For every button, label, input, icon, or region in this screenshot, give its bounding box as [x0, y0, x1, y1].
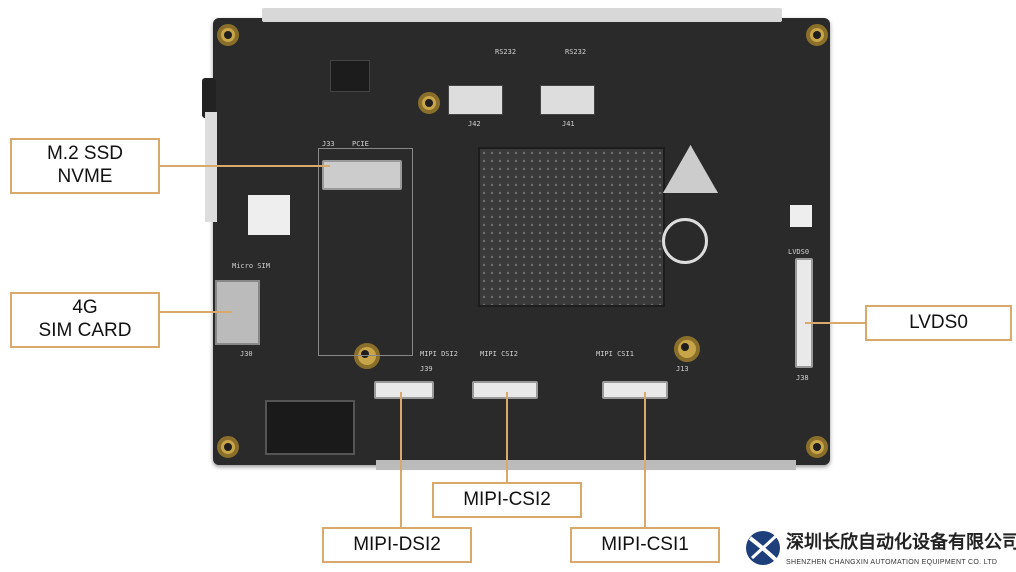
silk-micro-sim: Micro SIM [232, 262, 270, 270]
mounting-hole [806, 24, 828, 46]
connector-j42 [448, 85, 503, 115]
chip [330, 60, 370, 92]
silk-lvds0: LVDS0 [788, 248, 810, 256]
company-logo-icon [746, 531, 780, 565]
silk-j38: J38 [796, 374, 809, 382]
bottom-ports [376, 460, 796, 470]
no-touch-icon [662, 218, 708, 264]
leader-line [160, 311, 232, 313]
label-mipi-csi1: MIPI-CSI1 [570, 527, 720, 563]
mipi-dsi2-connector [374, 381, 434, 399]
company-name-cn: 深圳长欣自动化设备有限公司 [786, 532, 1016, 552]
label-sim-card: 4G SIM CARD [10, 292, 160, 348]
silk-mipi-csi2: MIPI CSI2 [480, 350, 518, 358]
company-name-en: SHENZHEN CHANGXIN AUTOMATION EQUIPMENT C… [786, 559, 998, 566]
silk-j41: J41 [562, 120, 575, 128]
lvds0-connector [795, 258, 813, 368]
silk-mipi-dsi2: MIPI DSI2 [420, 350, 458, 358]
silk-j30: J30 [240, 350, 253, 358]
silk-mipi-csi1: MIPI CSI1 [596, 350, 634, 358]
mounting-hole [418, 92, 440, 114]
silk-j13: J13 [676, 365, 689, 373]
silk-j42: J42 [468, 120, 481, 128]
mounting-hole [217, 24, 239, 46]
side-button [202, 78, 216, 118]
qr-label [248, 195, 290, 235]
silk-rs232: RS232 [565, 48, 587, 56]
bottom-connector [265, 400, 355, 455]
leader-line [400, 392, 402, 527]
label-mipi-dsi2: MIPI-DSI2 [322, 527, 472, 563]
leader-line [805, 322, 865, 324]
m2-slot-outline [318, 148, 413, 356]
soc-module [478, 147, 665, 307]
silk-rs232: RS232 [495, 48, 517, 56]
side-pin-header [205, 112, 217, 222]
leader-line [506, 392, 508, 482]
silk-j39: J39 [420, 365, 433, 373]
white-pad [790, 205, 812, 227]
top-pin-headers [262, 8, 782, 22]
silk-j33: J33 [322, 140, 335, 148]
connector-j41 [540, 85, 595, 115]
mipi-csi1-connector [602, 381, 668, 399]
leader-line [160, 165, 330, 167]
mounting-hole [354, 343, 380, 369]
silk-pcie: PCIE [352, 140, 369, 148]
mounting-hole [806, 436, 828, 458]
mounting-hole [674, 336, 700, 362]
leader-line [644, 392, 646, 527]
mounting-hole [217, 436, 239, 458]
m2-connector [322, 160, 402, 190]
label-lvds0: LVDS0 [865, 305, 1012, 341]
mipi-csi2-connector [472, 381, 538, 399]
label-mipi-csi2: MIPI-CSI2 [432, 482, 582, 518]
label-m2-ssd: M.2 SSD NVME [10, 138, 160, 194]
